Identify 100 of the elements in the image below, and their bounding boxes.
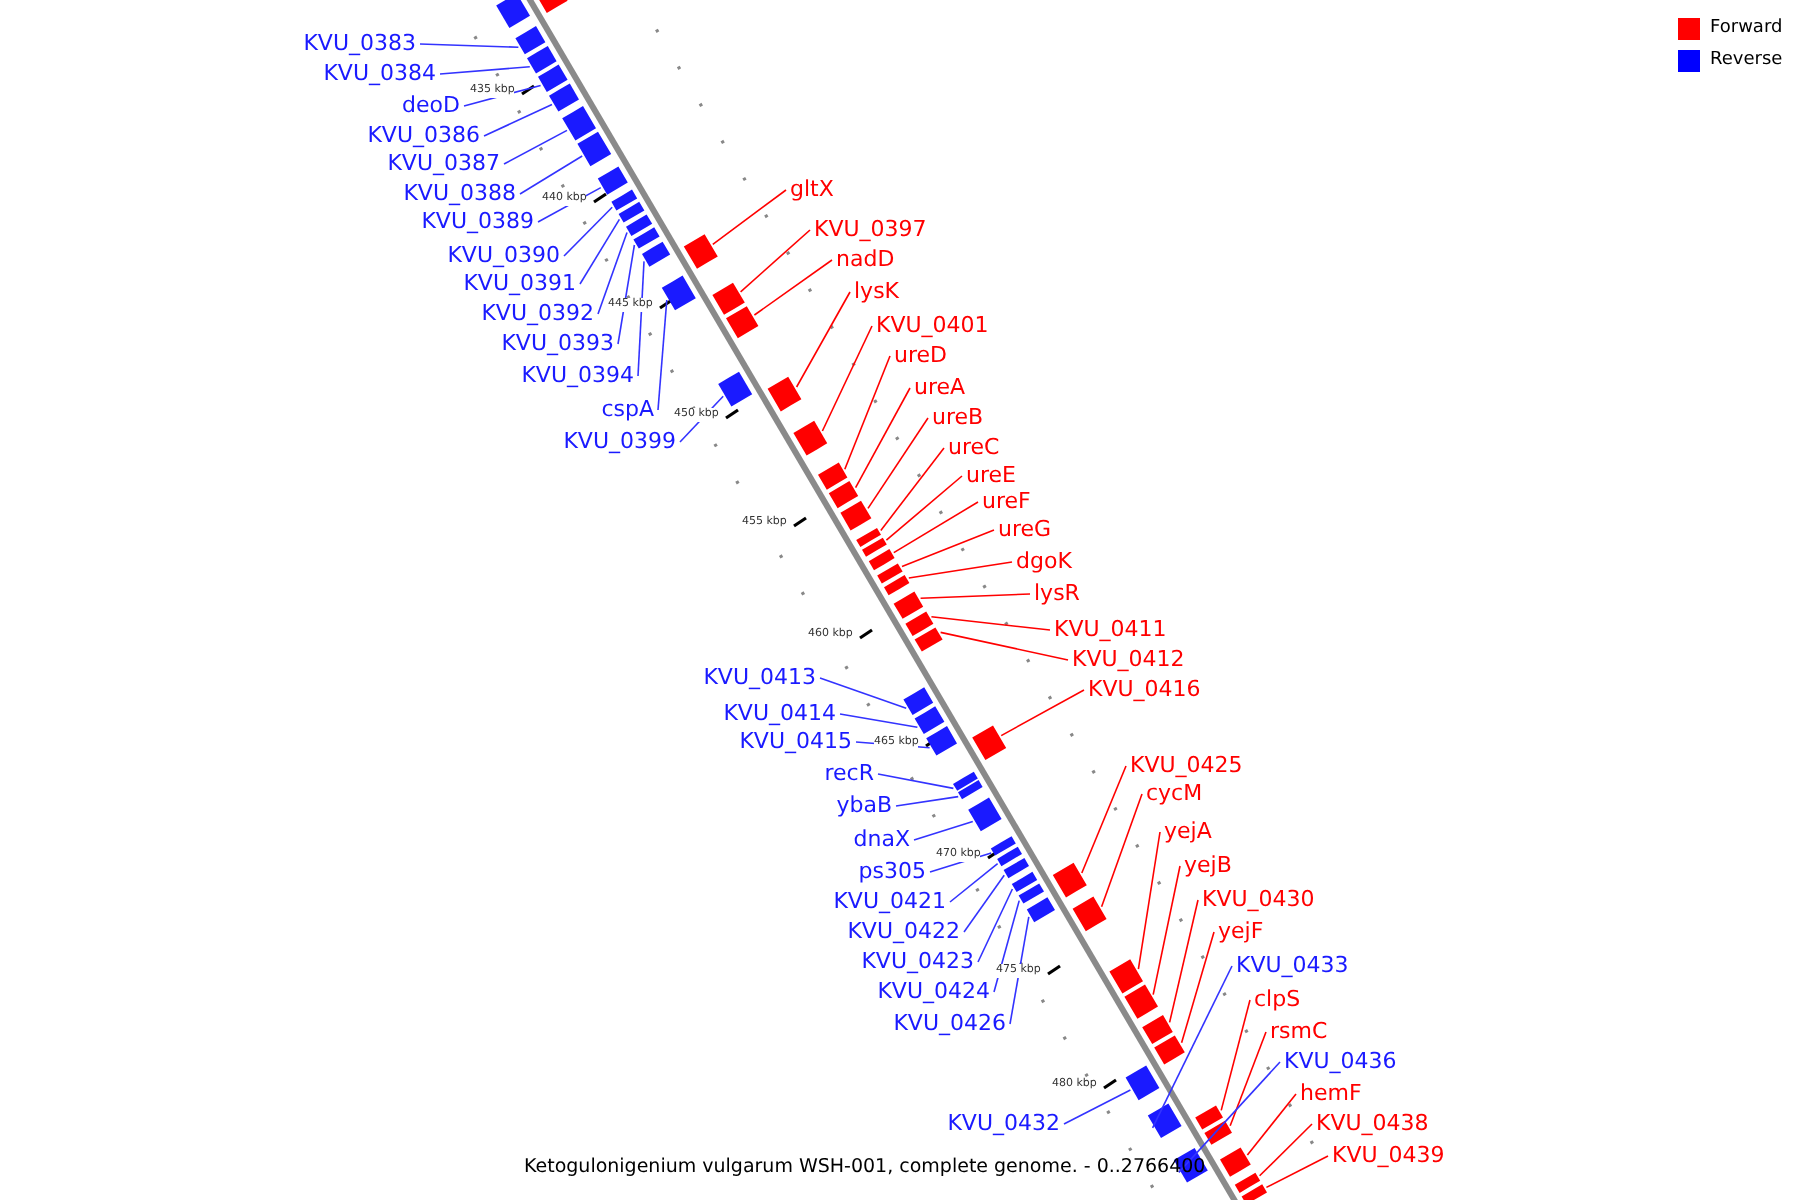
gene-block xyxy=(990,836,1016,856)
leader-line xyxy=(579,218,621,285)
gene-block xyxy=(597,166,628,195)
gene-label: KVU_0432 xyxy=(947,1110,1060,1138)
leader-line xyxy=(537,186,602,223)
leader-line xyxy=(1009,916,1030,1025)
gene-block xyxy=(1234,1172,1261,1193)
leader-line xyxy=(919,593,1031,599)
leader-line xyxy=(1152,865,1181,996)
gene-block xyxy=(893,591,924,619)
leader-line xyxy=(963,874,1005,933)
leader-line xyxy=(1246,1093,1297,1156)
gene-label: KVU_0394 xyxy=(521,362,634,390)
gene-label: KVU_0391 xyxy=(463,270,576,298)
gene-label: KVU_0416 xyxy=(1088,676,1201,704)
gene-block xyxy=(611,189,638,211)
gene-block xyxy=(718,371,753,407)
gene-label: KVU_0421 xyxy=(833,888,946,916)
gene-label: nadD xyxy=(836,246,895,274)
gene-block xyxy=(1052,862,1087,898)
leader-line xyxy=(679,395,724,443)
leader-line xyxy=(867,417,929,510)
gene-block xyxy=(1204,1120,1232,1145)
gene-block xyxy=(1026,897,1055,923)
gene-label: ureB xyxy=(932,404,984,432)
leader-line xyxy=(503,129,568,165)
gene-label: ureA xyxy=(914,374,966,402)
gene-block xyxy=(1154,1035,1185,1065)
leader-line xyxy=(637,260,645,377)
gene-block xyxy=(856,528,881,547)
gene-label: cycM xyxy=(1146,780,1203,808)
gene-block xyxy=(914,627,943,652)
gene-block xyxy=(958,780,983,800)
gene-label: KVU_0430 xyxy=(1202,886,1315,914)
leader-line xyxy=(463,84,542,107)
leader-line xyxy=(712,189,787,246)
gene-label: KVU_0399 xyxy=(563,428,676,456)
gene-block xyxy=(868,549,895,571)
gene-block xyxy=(577,131,612,167)
gene-label: KVU_0436 xyxy=(1284,1048,1397,1076)
gene-block xyxy=(818,462,848,490)
gene-label: ureG xyxy=(998,516,1052,544)
leader-line xyxy=(877,773,955,790)
gene-label: KVU_0386 xyxy=(367,122,480,150)
leader-line xyxy=(519,155,583,195)
gene-block xyxy=(1125,1065,1160,1101)
gene-block xyxy=(683,234,718,269)
gene-block xyxy=(1018,883,1044,904)
gene-label: KVU_0384 xyxy=(323,60,436,88)
leader-line xyxy=(819,677,907,709)
gene-label: KVU_0389 xyxy=(421,208,534,236)
leader-line xyxy=(1168,899,1199,1024)
gene-block xyxy=(953,771,978,791)
leader-line xyxy=(1137,831,1161,970)
gene-block xyxy=(1241,1184,1267,1200)
gene-block xyxy=(767,376,802,412)
leader-line xyxy=(563,206,613,257)
gene-block xyxy=(549,83,579,112)
gene-label: rsmC xyxy=(1270,1018,1328,1046)
leader-line xyxy=(895,795,959,807)
gene-block xyxy=(642,241,671,267)
leader-line xyxy=(753,259,833,316)
gene-block xyxy=(1124,984,1158,1019)
gene-block xyxy=(972,725,1007,760)
leader-line xyxy=(1100,793,1143,908)
leader-line xyxy=(977,888,1014,963)
gene-block xyxy=(527,46,557,74)
gene-block xyxy=(828,481,859,509)
gene-label: KVU_0387 xyxy=(387,150,500,178)
gene-label: dnaX xyxy=(853,826,910,854)
leader-line xyxy=(439,66,531,75)
gene-block xyxy=(726,306,759,339)
gene-label: KVU_0390 xyxy=(447,242,560,270)
leader-line xyxy=(880,447,945,532)
gene-label: KVU_0425 xyxy=(1130,752,1243,780)
gene-label: KVU_0393 xyxy=(501,330,614,358)
leader-line xyxy=(901,529,995,568)
gene-block xyxy=(884,575,910,596)
gene-block xyxy=(1072,896,1107,932)
gene-block xyxy=(626,214,653,236)
gene-label: ureF xyxy=(982,488,1031,516)
gene-label: KVU_0412 xyxy=(1072,646,1185,674)
gene-label: KVU_0433 xyxy=(1236,952,1349,980)
gene-block xyxy=(903,687,934,715)
gene-label: recR xyxy=(824,760,874,788)
gene-label: KVU_0439 xyxy=(1332,1142,1445,1170)
gene-block xyxy=(1147,1103,1182,1138)
gene-block xyxy=(633,227,660,249)
gene-block xyxy=(905,611,934,636)
gene-block xyxy=(661,275,696,311)
gene-label: yejF xyxy=(1218,918,1264,946)
gene-block xyxy=(712,282,745,315)
gene-label: KVU_0401 xyxy=(876,312,989,340)
gene-block xyxy=(914,706,945,734)
gene-label: clpS xyxy=(1254,986,1301,1014)
gene-label: ureE xyxy=(966,462,1016,490)
gene-label: KVU_0422 xyxy=(847,918,960,946)
gene-label: KVU_0426 xyxy=(893,1010,1006,1038)
gene-block xyxy=(968,797,1002,832)
leader-line xyxy=(893,501,979,554)
